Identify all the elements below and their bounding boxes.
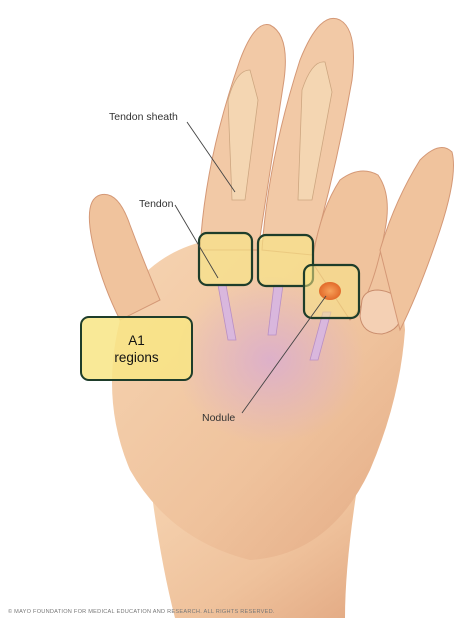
- label-nodule: Nodule: [202, 412, 235, 424]
- copyright-notice: © MAYO FOUNDATION FOR MEDICAL EDUCATION …: [8, 609, 275, 615]
- a1-label-line1: A1: [128, 332, 145, 349]
- label-tendon-sheath: Tendon sheath: [109, 111, 178, 123]
- thumb: [89, 194, 160, 320]
- a1-regions-label: A1 regions: [80, 316, 193, 381]
- label-tendon: Tendon: [139, 198, 173, 210]
- nodule: [319, 282, 341, 300]
- a1-label-line2: regions: [114, 349, 158, 366]
